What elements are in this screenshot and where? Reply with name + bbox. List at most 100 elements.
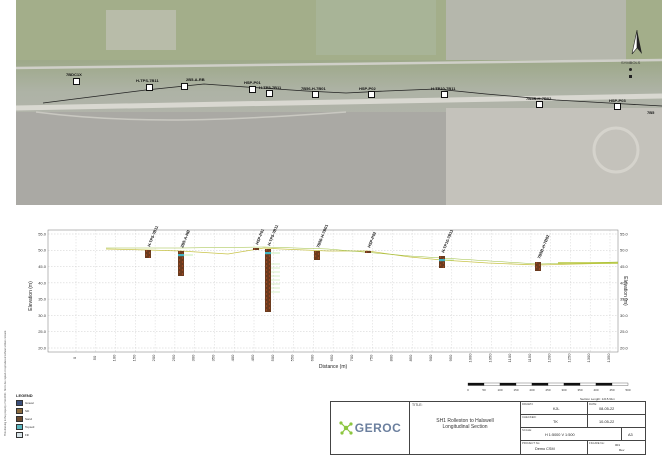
- y-tick-label-right: 35.0: [620, 297, 628, 302]
- legend-label: Topsoil: [25, 425, 35, 429]
- borehole-label: HSP-P01: [254, 227, 265, 245]
- scale-row: SCALE: H 1:5000 V 1:500 A3: [521, 428, 645, 441]
- map-label: HSP-P02: [359, 86, 376, 91]
- borehole-label: H-TP5-7B11: [146, 224, 159, 247]
- scale-tick-label: 350: [577, 388, 582, 392]
- borehole-texture-dot: [266, 309, 268, 311]
- x-tick-label: 650: [329, 354, 334, 361]
- x-tick-label: 950: [448, 354, 453, 361]
- borehole-label: 2B5-A-RB: [179, 229, 191, 248]
- borehole-texture-dot: [179, 259, 181, 261]
- borehole-marker: [536, 101, 543, 108]
- borehole-label: 7B5B-H-7B02: [536, 233, 550, 259]
- paper-size-value: A3: [628, 433, 633, 437]
- legend-label: Fill: [25, 433, 29, 437]
- x-tick-label: 850: [408, 354, 413, 361]
- scale-tick-label: 450: [609, 388, 614, 392]
- logo: GEROC: [331, 402, 410, 454]
- borehole-column: [265, 249, 271, 312]
- field-patch: [316, 0, 436, 55]
- borehole-texture-dot: [268, 255, 270, 257]
- local-road: [35, 111, 347, 121]
- legend-swatch: [16, 400, 23, 406]
- borehole-texture-dot: [181, 273, 183, 275]
- figure-label: FIGURE No:: [589, 441, 605, 445]
- borehole-texture-dot: [266, 297, 268, 299]
- scale-segment: [499, 382, 517, 386]
- highway: [16, 93, 662, 111]
- x-tick-label: 100: [112, 354, 117, 361]
- aerial-map: 7BDC1X H-TPS-7B11 2B5-A-RB HSP-P01 H-TP5…: [16, 0, 662, 205]
- x-tick-label: 300: [191, 354, 196, 361]
- scale-tick-label: 400: [593, 388, 598, 392]
- legend-label: Sand: [25, 417, 33, 421]
- map-label: HSP-P03: [609, 98, 626, 103]
- x-tick-label: 1050: [487, 353, 492, 363]
- borehole-texture-dot: [442, 266, 444, 268]
- legend: LEGEND Gravel Silt Sand Topsoil Fill: [16, 393, 50, 438]
- borehole-texture-dot: [266, 305, 268, 307]
- borehole-column: [535, 262, 541, 271]
- x-tick-label: 1150: [527, 353, 532, 362]
- groundwater-marker: [178, 254, 184, 257]
- map-label: 7B56-H-7B01: [301, 86, 326, 91]
- borehole-texture-dot: [268, 307, 270, 309]
- section-line: [42, 83, 662, 107]
- x-tick-label: 800: [388, 354, 393, 361]
- borehole-texture-dot: [440, 264, 442, 266]
- borehole-texture-dot: [268, 271, 270, 273]
- legend-item: Sand: [16, 416, 50, 422]
- y-tick-label: 25.0: [38, 329, 47, 334]
- scale-tick-label: 300: [561, 388, 566, 392]
- scale-label: SCALE:: [522, 428, 532, 432]
- y-tick-label-right: 30.0: [620, 313, 628, 318]
- section-length-caption: Section Length: 1215.91m: [580, 397, 616, 401]
- drawing-title-line-2: Longitudinal Section: [442, 424, 488, 430]
- borehole-texture-dot: [146, 250, 148, 252]
- borehole-texture-dot: [315, 255, 317, 257]
- borehole-label: H-TP5-7B11: [266, 223, 279, 246]
- groundwater-marker: [265, 252, 271, 255]
- logo-text: GEROC: [354, 421, 402, 435]
- x-tick-label: 1300: [586, 353, 591, 363]
- borehole-column: [178, 251, 184, 276]
- scale-segment: [531, 382, 549, 386]
- x-tick-label: 1250: [566, 353, 571, 363]
- borehole-texture-dot: [148, 256, 150, 258]
- borehole-texture-dot: [266, 289, 268, 291]
- borehole-texture-dot: [181, 261, 183, 263]
- legend-item: Fill: [16, 432, 50, 438]
- x-tick-label: 1200: [547, 353, 552, 363]
- legend-swatch: [16, 424, 23, 430]
- checked-value: TK: [553, 420, 558, 424]
- x-tick-label: 350: [210, 354, 215, 361]
- y-tick-label: 45.0: [38, 264, 47, 269]
- borehole-texture-dot: [366, 251, 368, 253]
- legend-title: LEGEND: [16, 393, 33, 398]
- revision-value: Rev: [619, 448, 625, 452]
- scale-segment: [595, 382, 613, 386]
- title-label: TITLE:: [412, 403, 423, 407]
- borehole-texture-dot: [268, 259, 270, 261]
- legend-swatch: [16, 432, 23, 438]
- borehole-column: [439, 256, 445, 268]
- borehole-texture-dot: [442, 262, 444, 264]
- borehole-texture-dot: [179, 267, 181, 269]
- borehole-texture-dot: [266, 285, 268, 287]
- borehole-label: HSP-P02: [366, 230, 377, 248]
- legend-label: Silt: [25, 409, 30, 413]
- roundabout: [592, 126, 640, 174]
- y-tick-label-right: 55.0: [620, 231, 628, 236]
- borehole-column: [253, 248, 259, 250]
- borehole-texture-dot: [266, 281, 268, 283]
- grid: [48, 230, 618, 352]
- project-row: PROJECT No: Demo CSM FIGURE No: 001 Rev: [521, 441, 645, 454]
- y-tick-label: 50.0: [38, 248, 47, 253]
- legend-item: Silt: [16, 408, 50, 414]
- borehole-column: [145, 250, 151, 258]
- longitudinal-section: 55.050.045.040.035.030.025.020.0 55.050.…: [28, 223, 628, 370]
- borehole-texture-dot: [268, 291, 270, 293]
